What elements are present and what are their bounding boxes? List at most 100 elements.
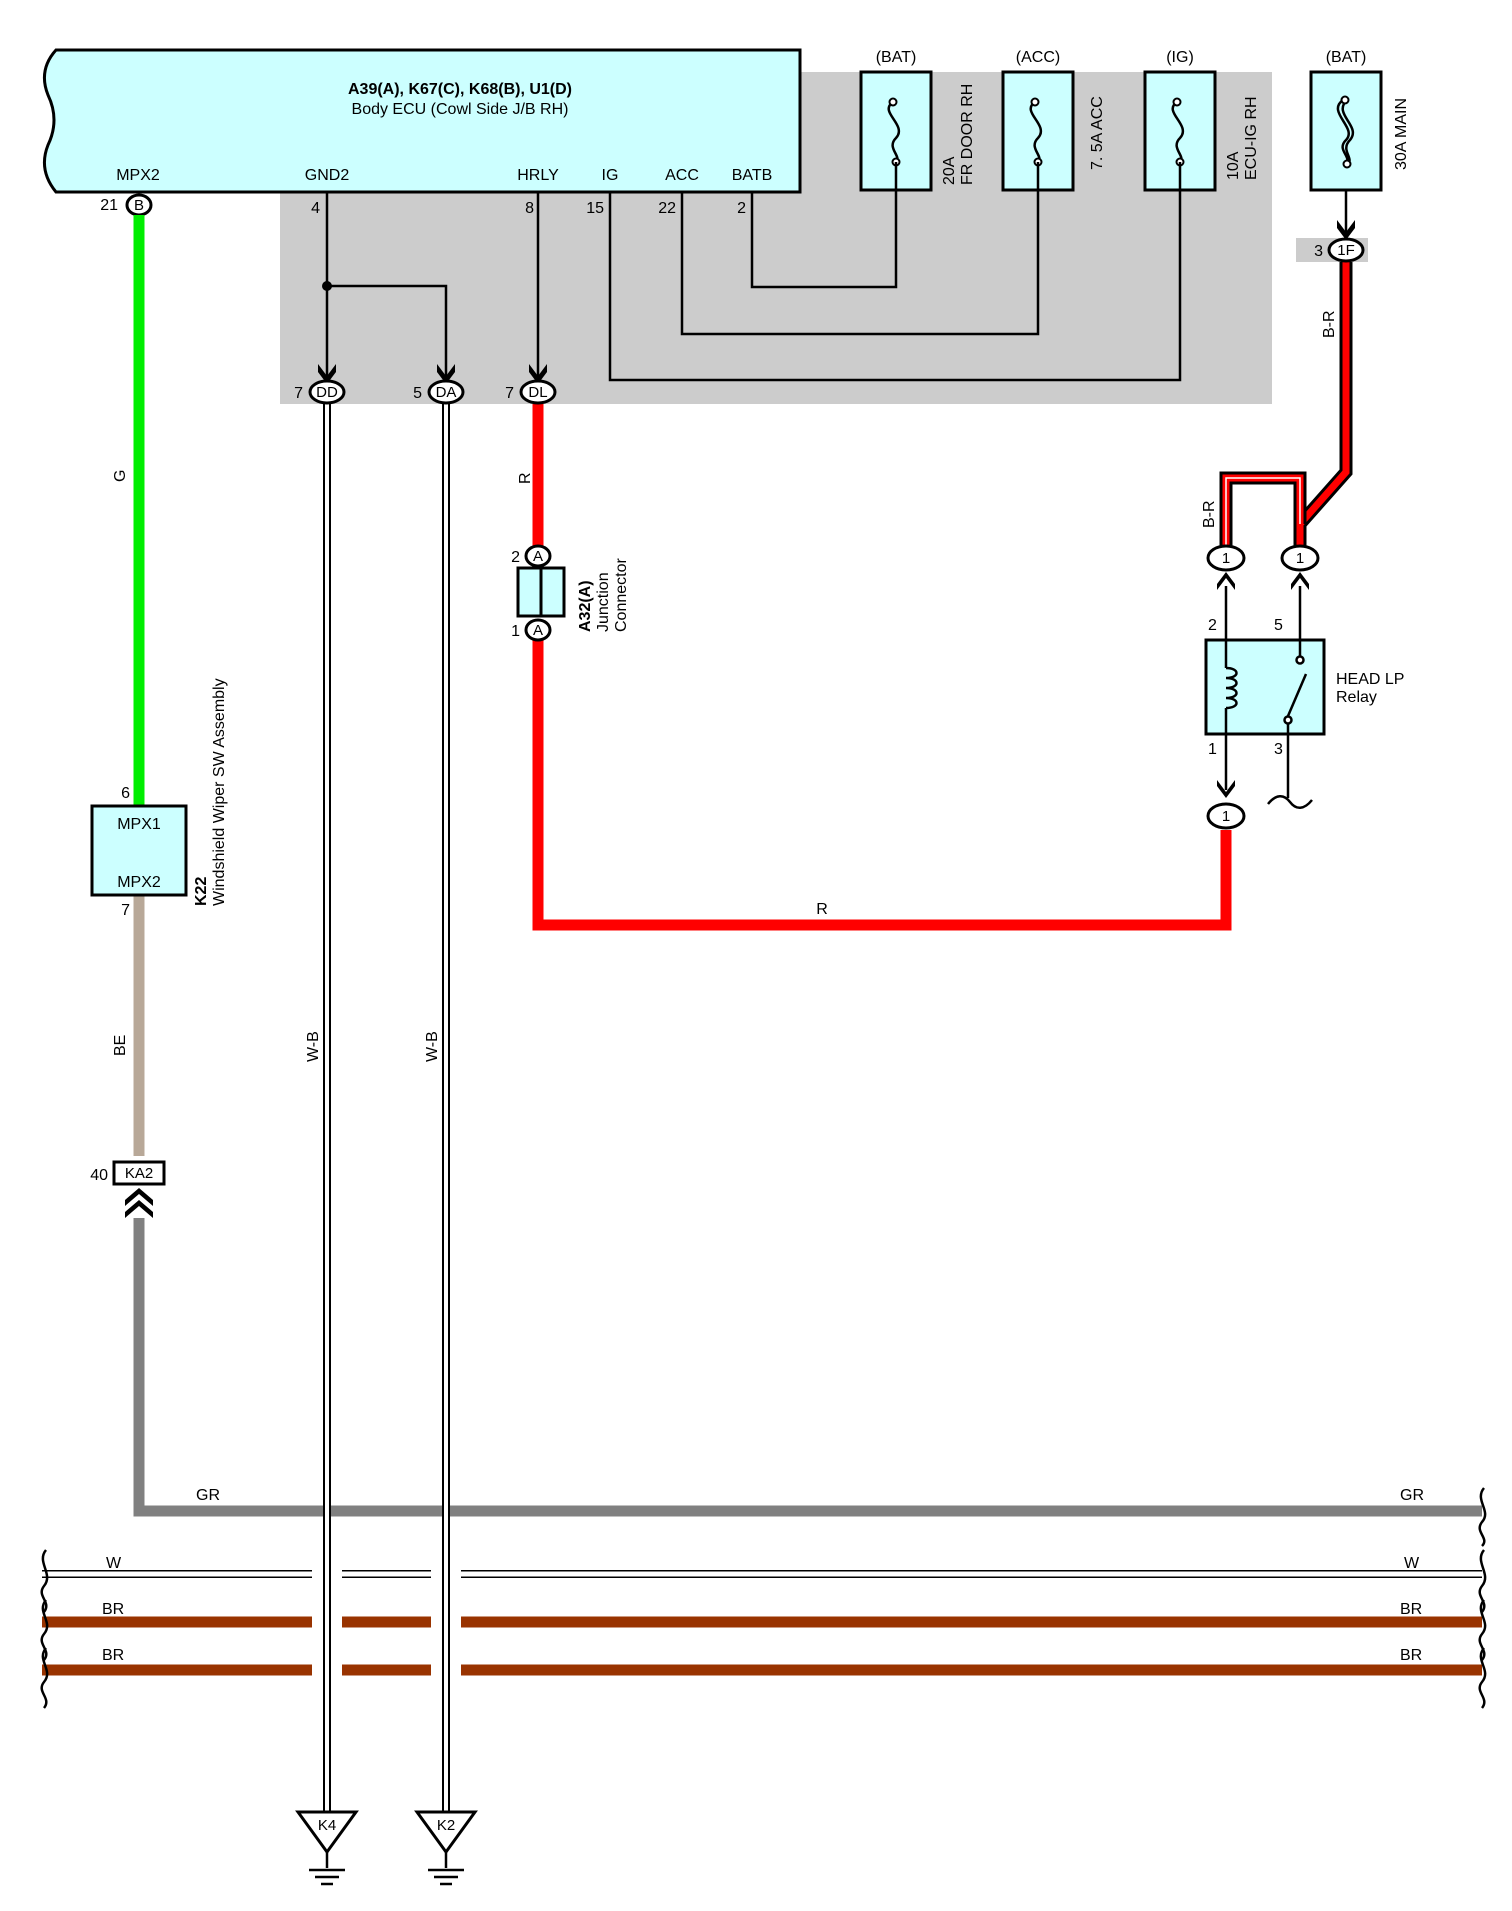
relay-coil	[1224, 640, 1238, 734]
wire-ig	[608, 162, 1182, 382]
connector-dl-label: DL	[528, 384, 547, 401]
connector-1f-label: 1F	[1337, 242, 1355, 259]
wire-label-wb-1: W-B	[305, 1031, 322, 1062]
relay-pin3-break-mark	[1267, 795, 1313, 809]
ground-label-k4: K4	[318, 1817, 336, 1834]
ecu-name: Body ECU (Cowl Side J/B RH)	[352, 101, 569, 118]
connector-dl-num: 7	[505, 385, 514, 402]
ground-symbol-k2	[414, 1810, 478, 1886]
wiper-name: Windshield Wiper SW Assembly	[211, 678, 228, 906]
ecu-pin-gnd2-num: 4	[311, 200, 320, 217]
wire-label-r-upper: R	[517, 472, 534, 484]
wire-label-w-right: W	[1404, 1555, 1420, 1572]
relay-box	[1204, 638, 1326, 736]
wire-label-br1-right: BR	[1400, 1601, 1422, 1618]
relay-pin-5: 5	[1274, 617, 1283, 634]
relay-name-2: Relay	[1336, 689, 1377, 706]
wire-label-br2-left: BR	[102, 1647, 124, 1664]
connector-dd	[308, 379, 346, 405]
ecu-pin-hrly-label: HRLY	[517, 167, 559, 184]
wire-label-r-lower: R	[816, 901, 828, 918]
wire-label-wb-2: W-B	[424, 1031, 441, 1062]
relay-pin-2: 2	[1208, 617, 1217, 634]
wire-r-lower	[532, 640, 1232, 931]
fuse-4-name: 30A MAIN	[1393, 98, 1410, 170]
body-ecu-box	[42, 48, 802, 194]
relay-pin-1: 1	[1208, 741, 1217, 758]
relay-plug-right-label: 1	[1296, 550, 1304, 567]
fuse-3-source: (IG)	[1166, 49, 1194, 66]
relay-plug-right	[1280, 544, 1320, 572]
ground-label-k2: K2	[437, 1817, 455, 1834]
wire-label-br2-right: BR	[1400, 1647, 1422, 1664]
fuse-main	[1309, 70, 1383, 192]
relay-arrow-right	[1291, 572, 1309, 590]
wire-label-g: G	[112, 470, 129, 482]
wire-acc	[680, 162, 1040, 336]
ecu-pin-batb-label: BATB	[732, 167, 773, 184]
wire-label-gr-right: GR	[1400, 1487, 1424, 1504]
wire-gr	[133, 1218, 1482, 1517]
wire-label-be: BE	[112, 1035, 129, 1056]
ecu-pin-mpx2-num: 21	[100, 197, 118, 214]
wire-batb	[750, 162, 898, 289]
connector-da	[427, 379, 465, 405]
wiper-pin-mpx1: MPX1	[117, 816, 161, 833]
relay-plug-left-label: 1	[1222, 550, 1230, 567]
fuse-3-rating: 10A	[1225, 151, 1242, 180]
fuse-1-source: (BAT)	[876, 49, 917, 66]
ground-symbol-k4	[295, 1810, 359, 1886]
connector-dd-num: 7	[294, 385, 303, 402]
wire-br-relay	[1219, 471, 1307, 548]
junction-pin-bottom-label: A	[533, 622, 543, 639]
fuse-4-source: (BAT)	[1326, 49, 1367, 66]
junction-pin-top-label: A	[533, 548, 543, 565]
ecu-pin-batb-num: 2	[737, 200, 746, 217]
wire-label-br-main: B-R	[1321, 310, 1338, 338]
relay-switch	[1283, 640, 1308, 734]
fuse-1-name: FR DOOR RH	[959, 84, 976, 185]
wiper-pin-mpx2: MPX2	[117, 874, 161, 891]
wiper-switch-box	[90, 804, 188, 897]
connector-ka2-label: KA2	[125, 1165, 153, 1182]
ecu-pin-ig-label: IG	[602, 167, 619, 184]
connector-da-num: 5	[413, 385, 422, 402]
relay-arrow-left	[1217, 572, 1235, 590]
splice-point	[322, 281, 332, 291]
wire-gnd2-branch	[327, 284, 448, 380]
fuse-2-name: 7. 5A ACC	[1089, 96, 1106, 170]
relay-name-1: HEAD LP	[1336, 671, 1404, 688]
connector-ka2	[112, 1160, 166, 1186]
ecu-pin-hrly-num: 8	[525, 200, 534, 217]
connector-da-label: DA	[436, 384, 457, 401]
wiper-pin-7-num: 7	[121, 902, 130, 919]
junction-pin-top-num: 2	[511, 549, 520, 566]
relay-plug-left	[1206, 544, 1246, 572]
arrow-1f	[1337, 220, 1355, 240]
ecu-pin-acc-label: ACC	[665, 167, 699, 184]
junction-pin-bottom-num: 1	[511, 623, 520, 640]
wire-br-main	[1293, 262, 1353, 548]
ecu-connector-b-label: B	[134, 197, 144, 214]
ecu-pin-mpx2-label: MPX2	[116, 167, 160, 184]
junction-pin-top	[524, 544, 552, 568]
ecu-pin-ig-num: 15	[586, 200, 604, 217]
connector-ka2-num: 40	[90, 1167, 108, 1184]
ecu-id-line: A39(A), K67(C), K68(B), U1(D)	[348, 81, 572, 98]
relay-plug-bottom-label: 1	[1222, 808, 1230, 825]
junction-id: A32(A)	[577, 580, 594, 632]
connector-1f	[1327, 237, 1365, 263]
wiper-id: K22	[193, 877, 210, 906]
relay-pin-3: 3	[1274, 741, 1283, 758]
wire-label-br-relay: B-R	[1201, 500, 1218, 528]
junction-name-1: Junction	[595, 572, 612, 632]
wire-label-gr-left: GR	[196, 1487, 220, 1504]
wire-label-w-left: W	[106, 1555, 122, 1572]
fuse-3-name: ECU-IG RH	[1243, 96, 1260, 180]
relay-plug-bottom	[1206, 802, 1246, 830]
junction-pin-bottom	[524, 618, 552, 642]
relay-arrow-bottom	[1217, 780, 1235, 798]
arrow-ka2	[125, 1188, 153, 1218]
break-marks-left	[40, 1549, 49, 1709]
